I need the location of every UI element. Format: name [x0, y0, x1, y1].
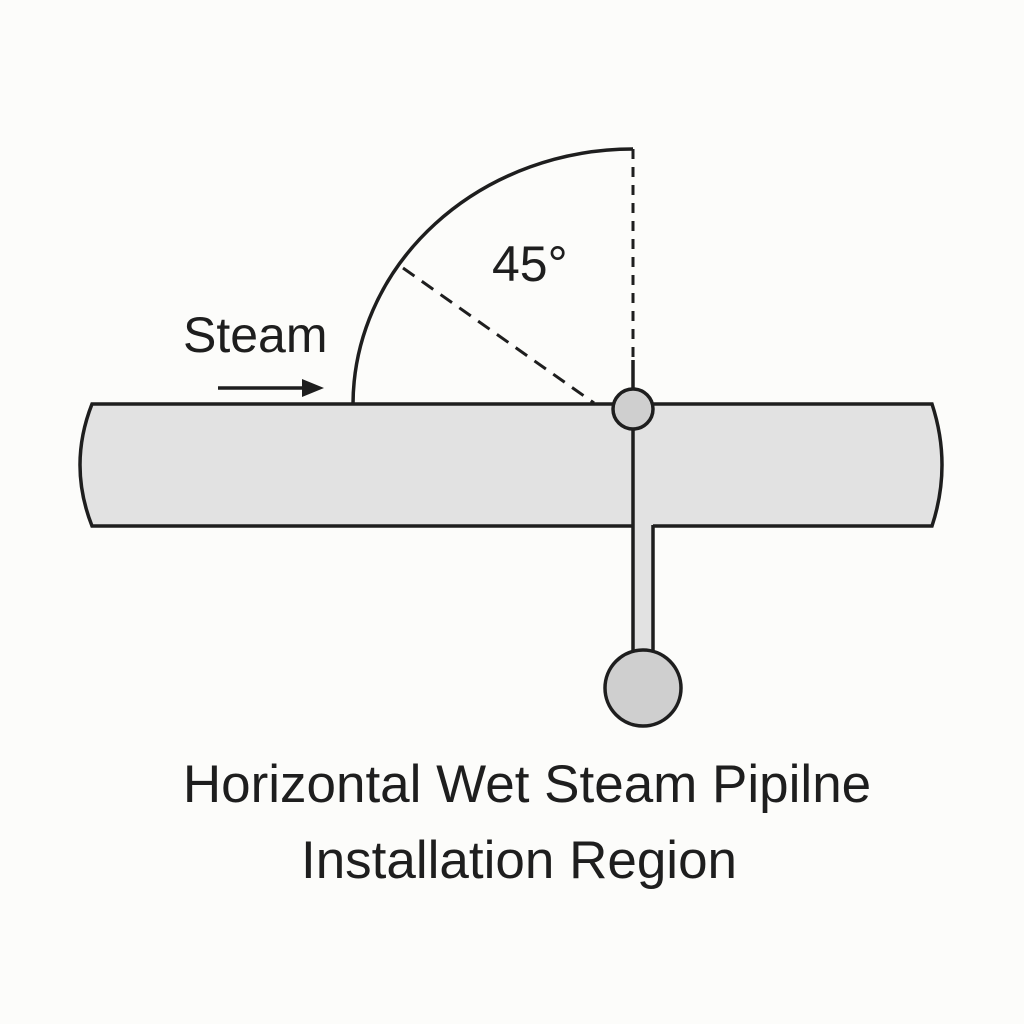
45-degree-dashed-line [402, 266, 595, 405]
title-line-1: Horizontal Wet Steam Pipilne [183, 755, 871, 814]
pipe-bottom-gap [635, 523, 651, 529]
flow-arrow-head-icon [302, 379, 324, 397]
drain-tube-fill [633, 420, 653, 660]
horizontal-pipe [78, 402, 944, 528]
flow-label: Steam [183, 307, 328, 363]
angle-arc [351, 147, 634, 405]
tap-point-circle [611, 387, 655, 431]
drain-pot-circle [603, 648, 683, 728]
angle-label: 45° [492, 236, 568, 292]
title-line-2: Installation Region [301, 831, 737, 890]
